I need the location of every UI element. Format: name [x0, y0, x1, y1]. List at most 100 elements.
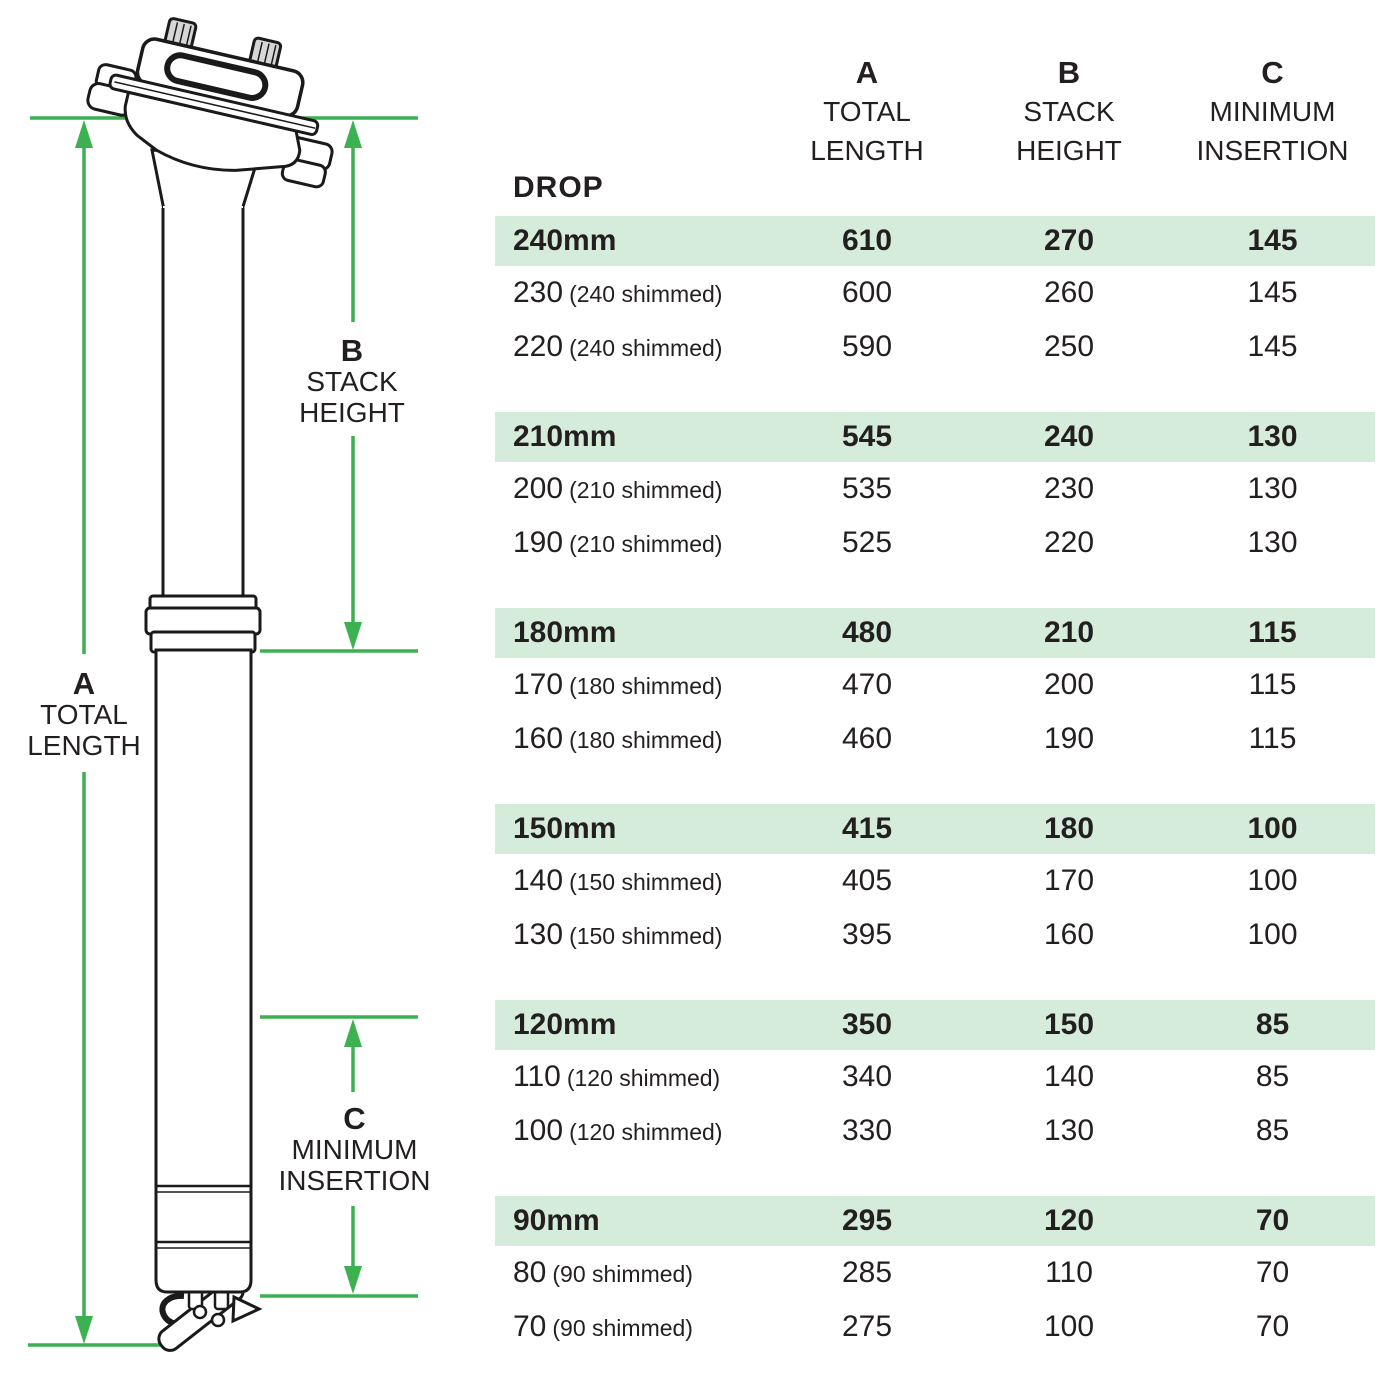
min-insertion-cell: 115 [1248, 722, 1297, 755]
header-text: MINIMUM [1209, 96, 1336, 127]
dimension-text: LENGTH [27, 730, 141, 761]
seal-collar [144, 594, 262, 654]
min-insertion-cell: 130 [1247, 526, 1298, 559]
stack-height-cell: 210 [1043, 616, 1095, 649]
min-insertion-cell: 70 [1255, 1256, 1290, 1289]
stack-height-cell: 140 [1043, 1060, 1095, 1093]
saddle-clamp-head [86, 17, 334, 189]
dimension-letter-a: A [72, 666, 96, 701]
stack-height-cell: 230 [1043, 472, 1095, 505]
total-length-cell: 525 [841, 526, 893, 559]
stack-height-cell: 160 [1043, 918, 1095, 951]
drop-value: 70 [513, 1310, 547, 1343]
drop-cell: 220(240 shimmed) [495, 330, 766, 364]
drop-cell: 230(240 shimmed) [495, 276, 766, 310]
drop-cell: 70(90 shimmed) [495, 1310, 766, 1344]
dimension-letter-c: C [343, 1101, 366, 1136]
drop-cell: 80(90 shimmed) [495, 1256, 766, 1290]
clamp-body [123, 90, 302, 172]
dimension-letter-b: B [340, 333, 364, 368]
drop-value: 220 [513, 330, 564, 363]
actuator-lever [157, 1278, 263, 1352]
upper-tube [161, 206, 245, 600]
dimension-arrow-a [28, 120, 178, 1347]
seatpost-illustration [86, 17, 334, 1352]
table-row: 140(150 shimmed) 405 170 100 [495, 854, 1375, 908]
total-length-cell: 460 [841, 722, 893, 755]
header-drop: DROP [513, 171, 604, 204]
table-row: 170(180 shimmed) 470 200 115 [495, 658, 1375, 712]
drop-cell: 140(150 shimmed) [495, 864, 766, 898]
stack-height-cell: 200 [1043, 668, 1095, 701]
total-length-cell: 600 [841, 276, 893, 309]
lower-tube [154, 648, 253, 1294]
drop-cell: 130(150 shimmed) [495, 918, 766, 952]
total-length-cell: 285 [841, 1256, 893, 1289]
min-insertion-cell: 85 [1255, 1060, 1290, 1093]
drop-value: 230 [513, 276, 564, 309]
total-length-cell: 295 [841, 1204, 893, 1237]
drop-group-120: 120mm 350 150 85 110(120 shimmed) 340 14… [495, 1000, 1375, 1158]
shim-note: (180 shimmed) [569, 727, 723, 753]
table-row: 220(240 shimmed) 590 250 145 [495, 320, 1375, 374]
drop-cell: 180mm [513, 616, 617, 649]
dimension-text: TOTAL [40, 699, 128, 730]
total-length-cell: 415 [841, 812, 893, 845]
min-insertion-cell: 145 [1247, 330, 1298, 363]
shim-note: (210 shimmed) [569, 531, 723, 557]
table-row: 210mm 545 240 130 [495, 412, 1375, 462]
total-length-cell: 470 [841, 668, 893, 701]
stack-height-cell: 190 [1043, 722, 1095, 755]
stack-height-cell: 260 [1043, 276, 1095, 309]
min-insertion-cell: 100 [1247, 864, 1298, 897]
stack-height-cell: 250 [1043, 330, 1095, 363]
shim-note: (240 shimmed) [569, 281, 723, 307]
table-row: 180mm 480 210 115 [495, 608, 1375, 658]
header-stack-height: B STACK HEIGHT [968, 40, 1170, 216]
drop-value: 140 [513, 864, 564, 897]
header-letter-a: A [855, 55, 879, 90]
table-row: 80(90 shimmed) 285 110 70 [495, 1246, 1375, 1300]
table-row: 120mm 350 150 85 [495, 1000, 1375, 1050]
shim-note: (120 shimmed) [566, 1065, 721, 1091]
drop-cell: 120mm [513, 1008, 617, 1041]
min-insertion-cell: 70 [1255, 1310, 1290, 1343]
header-text: INSERTION [1196, 135, 1349, 166]
dimension-arrow-b [260, 120, 418, 653]
clamp-slot [164, 52, 269, 101]
drop-cell: 100(120 shimmed) [495, 1114, 766, 1148]
stack-height-cell: 220 [1043, 526, 1095, 559]
stack-height-cell: 180 [1043, 812, 1095, 845]
stack-height-cell: 240 [1043, 420, 1095, 453]
drop-cell: 210mm [513, 420, 617, 453]
drop-cell: 150mm [513, 812, 617, 845]
min-insertion-cell: 115 [1248, 616, 1297, 649]
shim-note: (180 shimmed) [569, 673, 723, 699]
stack-height-cell: 110 [1045, 1256, 1093, 1289]
drop-cell: 190(210 shimmed) [495, 526, 766, 560]
header-text: STACK [1023, 96, 1115, 127]
drop-cell: 200(210 shimmed) [495, 472, 766, 506]
stack-height-cell: 170 [1043, 864, 1095, 897]
drop-cell: 90mm [513, 1204, 600, 1237]
dimension-label-stack-height: B STACK HEIGHT [277, 335, 427, 428]
total-length-cell: 590 [841, 330, 893, 363]
dimension-text: INSERTION [278, 1165, 431, 1196]
drop-group-90: 90mm 295 120 70 80(90 shimmed) 285 110 7… [495, 1196, 1375, 1354]
total-length-cell: 350 [841, 1008, 893, 1041]
shim-note: (90 shimmed) [552, 1261, 693, 1287]
header-total-length: A TOTAL LENGTH [766, 40, 968, 216]
drop-group-180: 180mm 480 210 115 170(180 shimmed) 470 2… [495, 608, 1375, 766]
seatpost-diagram [28, 17, 418, 1352]
table-row: 150mm 415 180 100 [495, 804, 1375, 854]
min-insertion-cell: 130 [1247, 472, 1298, 505]
min-insertion-cell: 145 [1247, 276, 1298, 309]
total-length-cell: 405 [841, 864, 893, 897]
total-length-cell: 340 [841, 1060, 893, 1093]
min-insertion-cell: 100 [1247, 812, 1298, 845]
min-insertion-cell: 70 [1255, 1204, 1290, 1237]
dimension-text: MINIMUM [291, 1134, 418, 1165]
table-row: 160(180 shimmed) 460 190 115 [495, 712, 1375, 766]
drop-cell: 110(120 shimmed) [495, 1060, 766, 1094]
header-minimum-insertion: C MINIMUM INSERTION [1170, 40, 1375, 216]
